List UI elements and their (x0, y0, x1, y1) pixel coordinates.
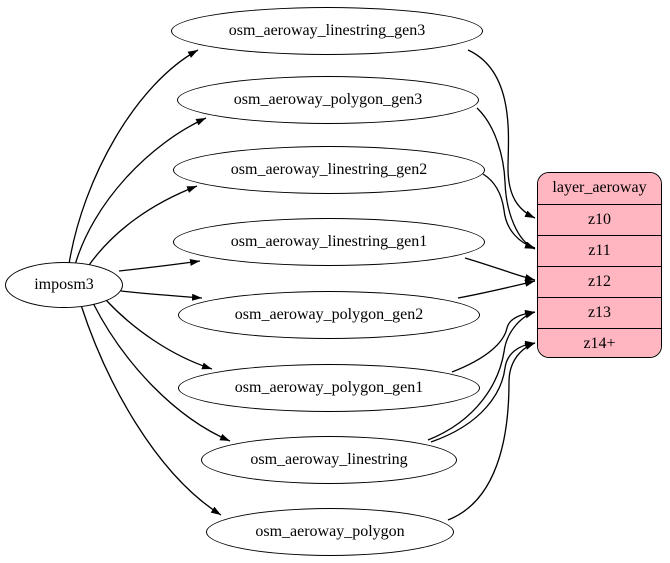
layer-row-z13: z13 (538, 297, 661, 328)
edge-osm-aeroway-polygon-to-z14- (447, 342, 536, 521)
node-imposm3: imposm3 (5, 262, 123, 308)
layer-title: layer_aeroway (538, 173, 661, 204)
edge-osm-aeroway-linestring-gen2-to-z11 (482, 173, 536, 249)
table-label: osm_aeroway_linestring_gen1 (230, 233, 428, 250)
node-osm-aeroway-linestring: osm_aeroway_linestring (201, 436, 457, 484)
edge-osm-aeroway-polygon-gen3-to-z11 (476, 107, 536, 250)
edge-osm-aeroway-linestring-gen3-to-z10 (467, 49, 536, 219)
layer-row-z12: z12 (538, 266, 661, 297)
node-osm-aeroway-polygon-gen1: osm_aeroway_polygon_gen1 (178, 364, 480, 412)
layer-row-z11: z11 (538, 235, 661, 266)
edge-osm-aeroway-polygon-gen2-to-z12 (457, 279, 536, 299)
edge-imposm3-to-osm-aeroway-linestring-gen1 (118, 258, 201, 272)
table-label: osm_aeroway_linestring_gen2 (230, 161, 428, 178)
table-label: osm_aeroway_polygon_gen2 (234, 306, 424, 323)
edge-osm-aeroway-polygon-gen1-to-z13 (451, 309, 536, 373)
layer-row-z10: z10 (538, 204, 661, 235)
node-osm-aeroway-polygon-gen2: osm_aeroway_polygon_gen2 (178, 291, 480, 339)
node-osm-aeroway-polygon: osm_aeroway_polygon (206, 508, 454, 556)
edge-imposm3-to-osm-aeroway-linestring-gen3 (68, 49, 199, 265)
node-osm-aeroway-polygon-gen3: osm_aeroway_polygon_gen3 (177, 76, 479, 124)
edge-imposm3-to-osm-aeroway-polygon (80, 304, 222, 516)
edges-group (68, 49, 536, 521)
node-osm-aeroway-linestring-gen3: osm_aeroway_linestring_gen3 (171, 7, 483, 55)
node-imposm3-label: imposm3 (34, 276, 94, 293)
node-layer-aeroway: layer_aeroway z10 z11 z12 z13 z14+ (537, 172, 662, 358)
edge-osm-aeroway-linestring-gen1-to-z12 (464, 257, 536, 281)
edge-imposm3-to-osm-aeroway-linestring (92, 302, 231, 442)
table-label: osm_aeroway_linestring_gen3 (228, 22, 426, 39)
edge-osm-aeroway-linestring-to-z14- (430, 340, 536, 443)
edge-osm-aeroway-linestring-to-z13 (427, 311, 536, 441)
edge-imposm3-to-osm-aeroway-polygon-gen3 (74, 117, 207, 266)
edge-imposm3-to-osm-aeroway-polygon-gen2 (120, 290, 203, 301)
node-osm-aeroway-linestring-gen1: osm_aeroway_linestring_gen1 (173, 218, 485, 266)
edge-imposm3-to-osm-aeroway-linestring-gen2 (86, 185, 198, 269)
table-label: osm_aeroway_polygon_gen3 (233, 91, 423, 108)
table-label: osm_aeroway_linestring (250, 451, 408, 468)
table-label: osm_aeroway_polygon_gen1 (234, 379, 424, 396)
node-osm-aeroway-linestring-gen2: osm_aeroway_linestring_gen2 (173, 146, 485, 194)
edge-imposm3-to-osm-aeroway-polygon-gen1 (105, 299, 213, 370)
layer-row-z14p: z14+ (538, 328, 661, 357)
table-label: osm_aeroway_polygon (255, 523, 405, 540)
